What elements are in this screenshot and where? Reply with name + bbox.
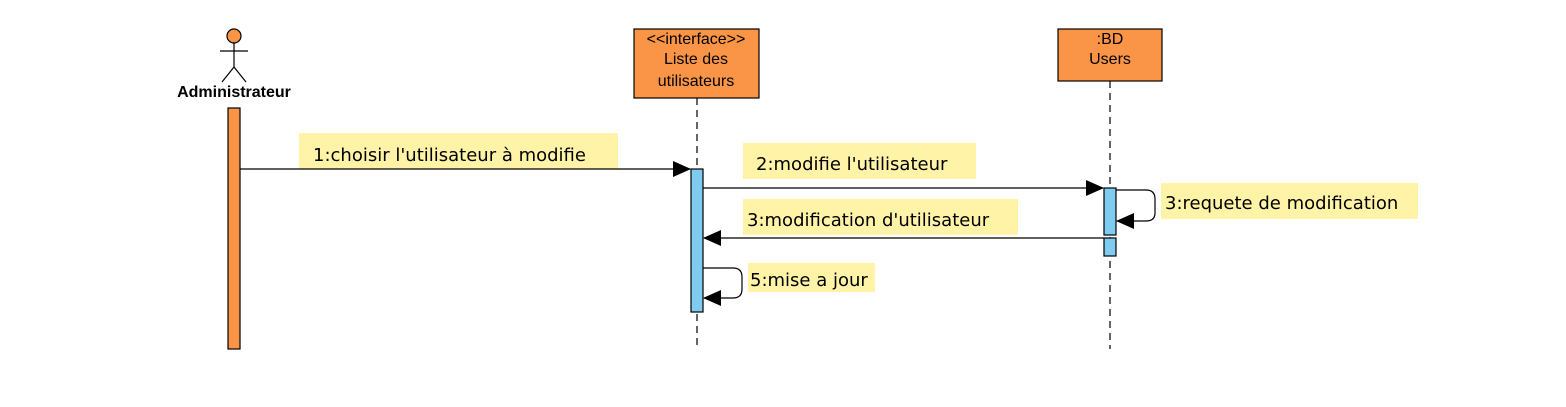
message-1-label-bg	[299, 133, 618, 169]
participant-bd-line2: Users	[1089, 51, 1131, 68]
participant-interface-line2: utilisateurs	[658, 73, 734, 90]
participant-bd-box	[1057, 28, 1163, 82]
actor-administrateur[interactable]: Administrateur	[177, 28, 291, 101]
message-2-label-bg	[743, 143, 976, 179]
bd-activation-bar-2	[1103, 237, 1117, 257]
participant-interface[interactable]: <<interface>> Liste des utilisateurs	[633, 28, 760, 99]
participant-interface-box	[633, 28, 760, 99]
message-2[interactable]: 2:modifie l'utilisateur	[703, 143, 1104, 196]
message-5-self-label-bg	[748, 263, 875, 292]
actor-activation-bar	[227, 107, 241, 350]
message-5-self-arrow	[703, 267, 743, 306]
message-3-self-label-bg	[1161, 183, 1418, 219]
message-3-return[interactable]: 3:modification d'utilisateur	[703, 199, 1104, 246]
message-3-self-label: 3:requete de modification	[1165, 193, 1398, 214]
participant-bd-line1: :BD	[1097, 31, 1124, 48]
bd-activation-bar-1	[1103, 187, 1117, 236]
message-3-return-label-bg	[743, 199, 1018, 235]
participant-interface-line1: Liste des	[664, 51, 728, 68]
participant-bd-users[interactable]: :BD Users	[1057, 28, 1163, 82]
message-3-return-label: 3:modification d'utilisateur	[747, 210, 990, 231]
interface-activation-bar	[690, 168, 704, 313]
message-3-self[interactable]: 3:requete de modification	[1116, 183, 1418, 229]
message-2-label: 2:modifie l'utilisateur	[756, 154, 948, 175]
actor-name: Administrateur	[177, 84, 291, 101]
message-1-label: 1:choisir l'utilisateur à modifie	[313, 145, 586, 166]
message-5-self-label: 5:mise a jour	[750, 270, 868, 291]
participant-interface-stereotype: <<interface>>	[647, 31, 746, 48]
message-1[interactable]: 1:choisir l'utilisateur à modifie	[240, 133, 691, 177]
actor-stick-figure-icon	[220, 28, 248, 83]
message-3-self-arrow	[1116, 189, 1156, 229]
message-5-self[interactable]: 5:mise a jour	[703, 263, 875, 306]
